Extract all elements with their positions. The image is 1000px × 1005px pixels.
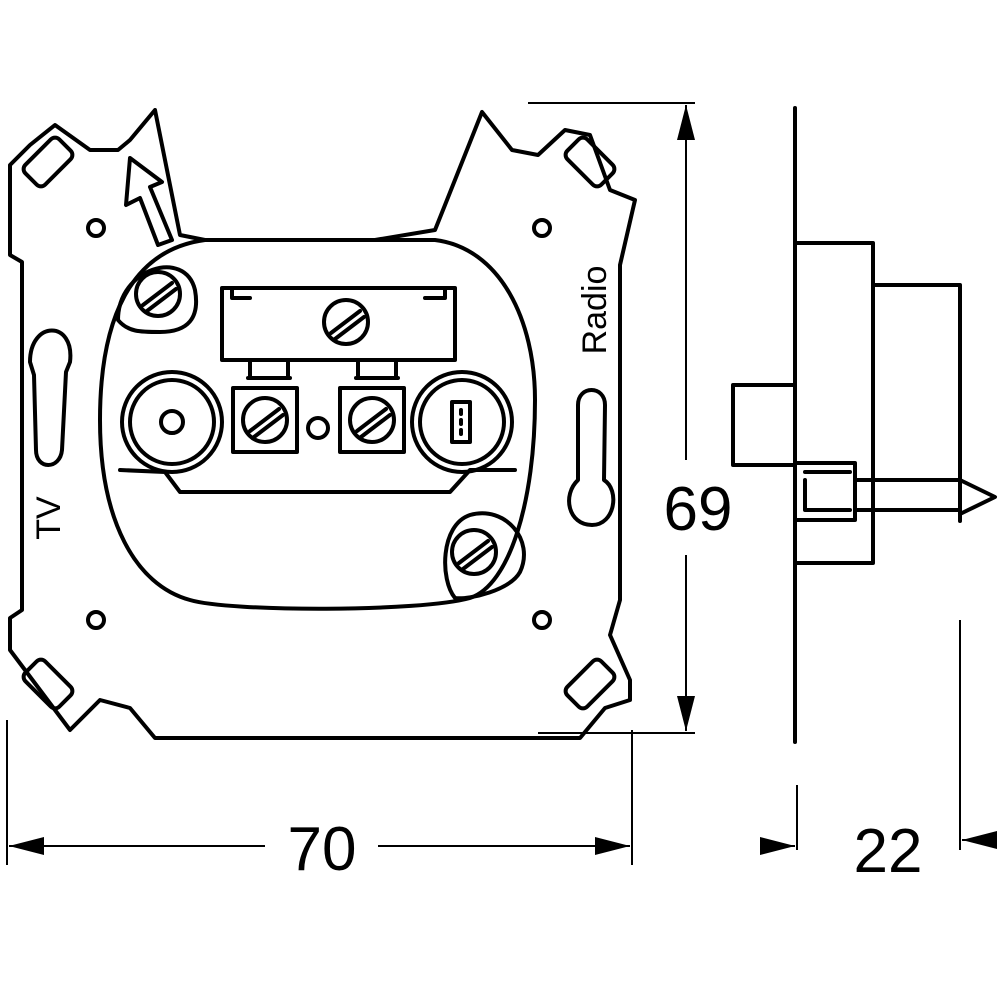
side-pin-assembly <box>793 461 997 522</box>
screw-slot-top-left <box>141 281 178 313</box>
hole-bottom-left <box>86 610 106 630</box>
dimension-height-label: 69 <box>664 475 733 544</box>
radio-connector-socket <box>450 400 472 444</box>
terminal-bracket <box>220 286 457 362</box>
screw-center-top <box>322 298 370 346</box>
screw-slot-terminal-left <box>248 407 285 439</box>
center-pin-hole <box>306 416 330 440</box>
screw-terminal-left <box>241 396 289 444</box>
screw-boss-bottom-right <box>443 511 526 601</box>
dim-69-arrow-bottom <box>677 696 695 731</box>
slot-top-left <box>21 135 75 189</box>
screw-slot-bottom-right <box>457 539 494 571</box>
tv-connector-outer <box>120 370 224 474</box>
arrow-icon <box>124 156 174 247</box>
dim-70-arrow-left <box>9 837 44 855</box>
screw-slot-terminal-right <box>355 407 392 439</box>
dim-69-arrow-top <box>677 105 695 140</box>
dim-22-arrow-right <box>962 831 997 849</box>
screw-terminal-right <box>348 396 396 444</box>
slot-left <box>28 328 73 467</box>
radio-label: Radio <box>576 266 614 355</box>
dim-22-arrow-left <box>760 837 795 855</box>
screw-slot-center-top <box>329 309 366 341</box>
dim-70-arrow-right <box>595 837 630 855</box>
screw-top-left <box>134 270 182 318</box>
screw-boss-top-left <box>116 265 199 334</box>
slot-top-right <box>563 135 617 189</box>
radio-connector-ring <box>418 378 506 466</box>
radio-connector-outer <box>410 370 514 474</box>
slot-bottom-right <box>563 657 617 711</box>
hole-top-right <box>532 218 552 238</box>
tv-connector-pin <box>159 409 185 435</box>
mounting-plate-outline <box>8 108 637 740</box>
tv-connector-ring <box>128 378 216 466</box>
side-body-rear <box>871 283 962 523</box>
dimension-depth-label: 22 <box>854 817 923 886</box>
screw-bottom-right <box>450 528 498 576</box>
housing-outline <box>98 238 537 611</box>
slot-bottom-left <box>21 657 75 711</box>
hole-bottom-right <box>532 610 552 630</box>
terminal-block-left <box>231 358 299 454</box>
dimension-width-label: 70 <box>288 815 357 884</box>
housing-lower-edge <box>118 468 517 494</box>
hole-top-left <box>86 218 106 238</box>
side-body-front <box>793 241 875 565</box>
slot-right <box>567 388 616 527</box>
tv-label: TV <box>30 496 68 540</box>
side-connector-block <box>731 383 797 467</box>
terminal-block-right <box>338 358 406 454</box>
terminal-bracket-inner <box>230 286 447 300</box>
